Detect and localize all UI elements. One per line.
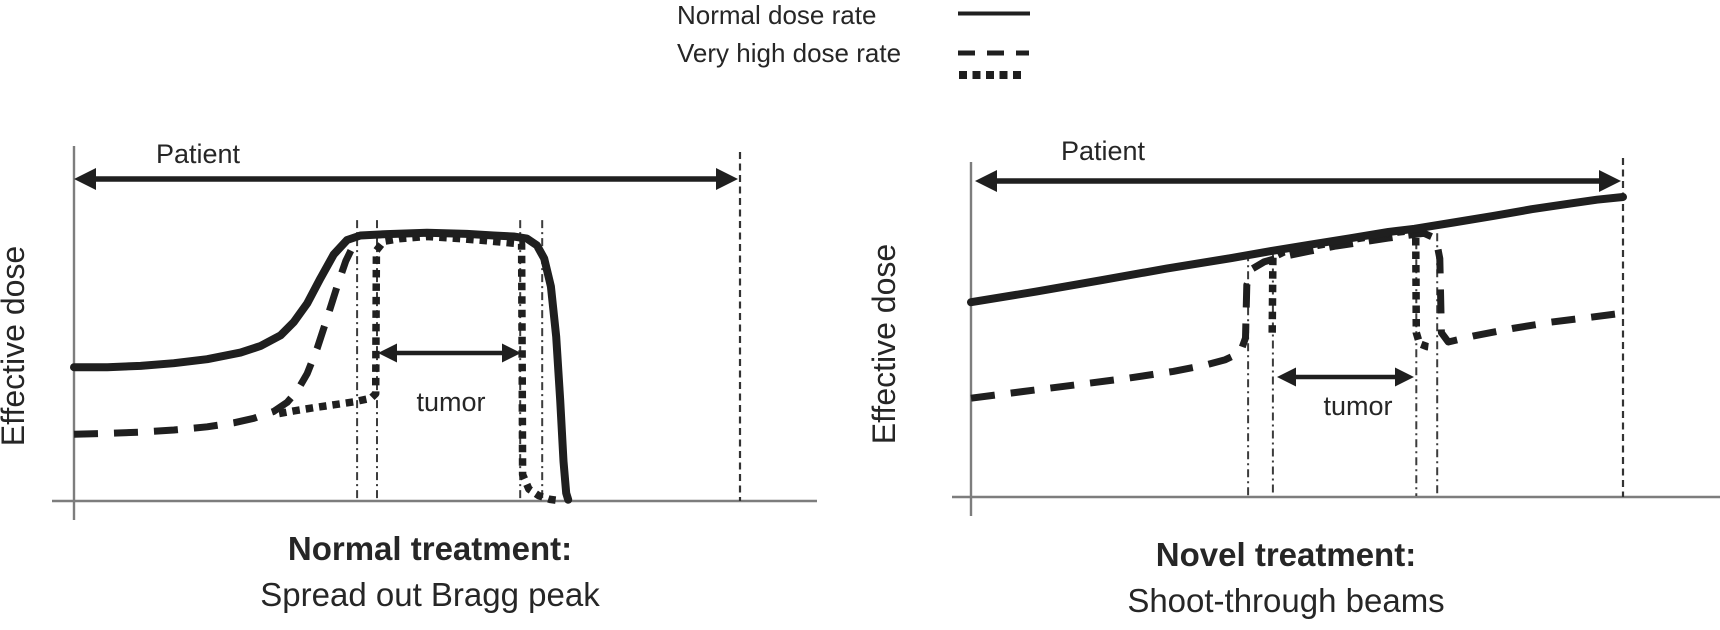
dashed-dose-curve: [73, 245, 356, 438]
dashed-dose-curve: [970, 229, 1624, 402]
tumor-label: tumor: [416, 387, 485, 417]
tumor-arrow-left-head: [1277, 367, 1296, 387]
chart-normal-treatment: Patient tumor Effective dose Normal trea…: [0, 139, 817, 613]
tumor-arrow-left-head: [378, 343, 397, 363]
patient-extent-arrow: [74, 168, 738, 190]
patient-label: Patient: [156, 139, 241, 169]
y-axis-label: Effective dose: [0, 246, 31, 446]
tumor-arrow-right-head: [1395, 367, 1414, 387]
legend-label-very-high-dose-rate: Very high dose rate: [677, 38, 901, 68]
caption-title: Normal treatment:: [288, 530, 572, 567]
patient-arrow-left-head: [74, 168, 96, 190]
legend: Normal dose rate Very high dose rate: [677, 0, 1030, 79]
y-axis-label: Effective dose: [866, 244, 902, 444]
solid-dose-curve: [967, 193, 1627, 307]
tumor-label: tumor: [1323, 391, 1392, 421]
patient-extent-arrow: [975, 170, 1621, 192]
patient-label: Patient: [1061, 136, 1146, 166]
patient-arrow-left-head: [975, 170, 997, 192]
caption-subtitle: Shoot-through beams: [1127, 582, 1444, 619]
tumor-extent-arrow: [1277, 367, 1414, 387]
caption-subtitle: Spread out Bragg peak: [260, 576, 600, 613]
tumor-extent-arrow: [378, 343, 521, 363]
patient-arrow-right-head: [1599, 170, 1621, 192]
legend-label-normal-dose-rate: Normal dose rate: [677, 0, 876, 30]
chart-novel-treatment: Patient tumor Effective dose Novel treat…: [866, 136, 1720, 619]
tumor-arrow-right-head: [502, 343, 521, 363]
solid-dose-curve: [70, 228, 573, 504]
curves-group: [967, 193, 1627, 496]
patient-arrow-right-head: [716, 168, 738, 190]
curves-group: [70, 220, 573, 505]
caption-title: Novel treatment:: [1156, 536, 1416, 573]
